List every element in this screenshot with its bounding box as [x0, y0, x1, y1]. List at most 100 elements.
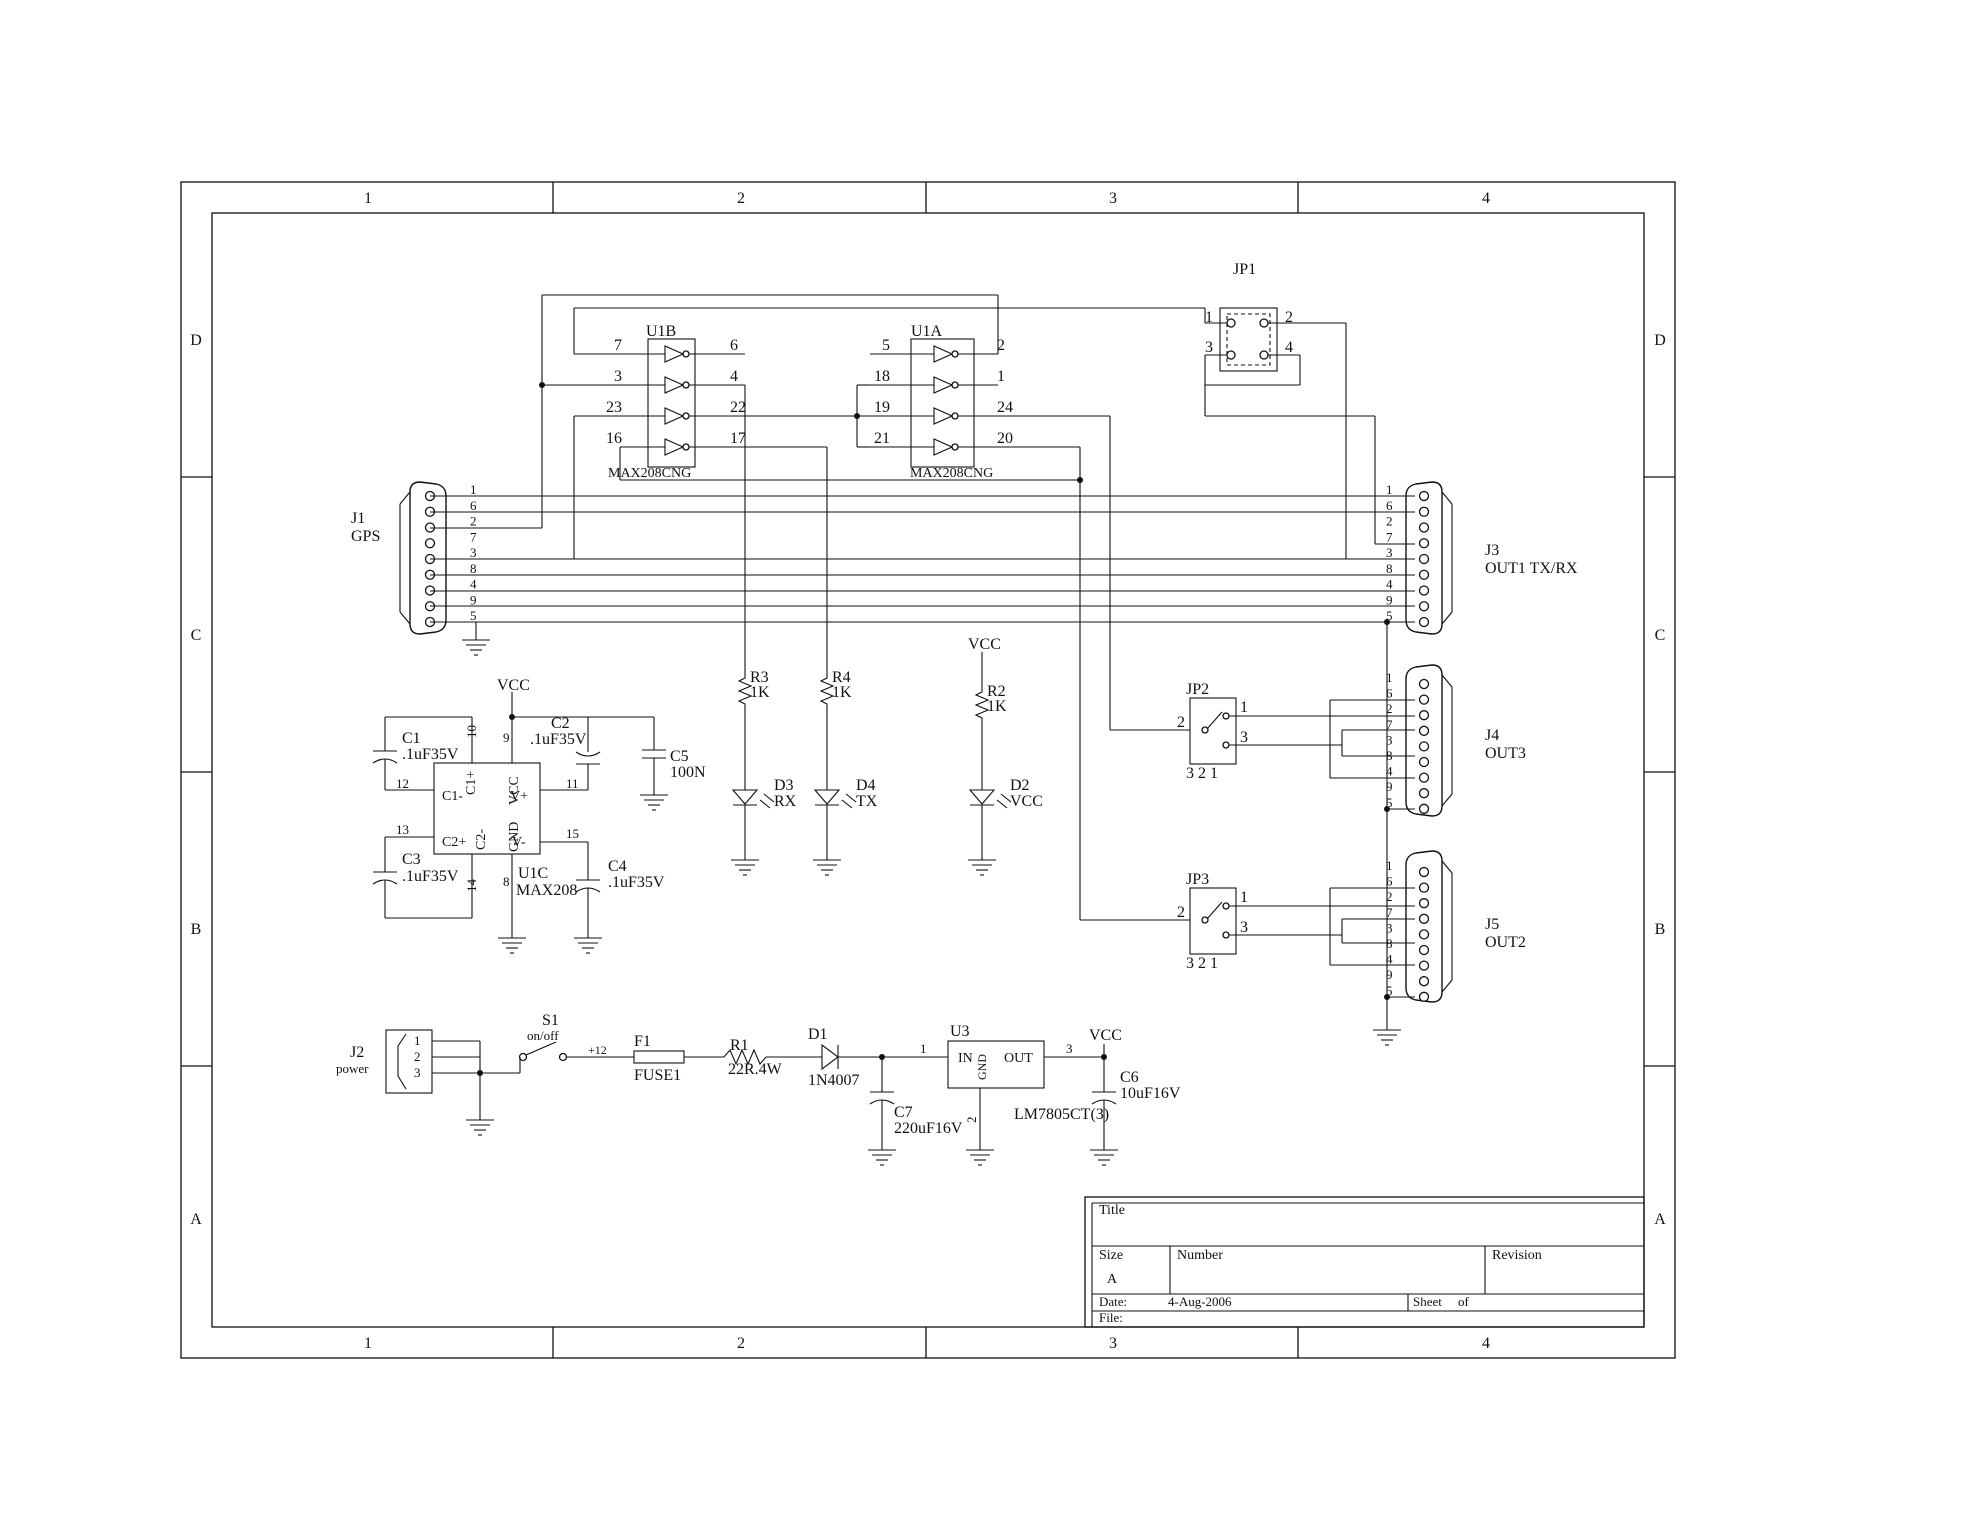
c1-value: .1uF35V: [402, 746, 459, 763]
u1c-pin-name-c2p: C2+: [442, 835, 466, 850]
u1b-driver: U1B MAX208CNG 7 6 3 4 23 22 16 17: [606, 323, 746, 481]
u1c-pin-12: 12: [396, 776, 409, 791]
u1b-pin-6: 6: [730, 337, 738, 354]
j4-pin-dot: [1418, 788, 1430, 799]
j4-pin-dot: [1418, 741, 1430, 752]
r2-value: 1K: [987, 698, 1007, 715]
zone-col-4-bottom: 4: [1482, 1335, 1490, 1352]
j1-pin-label: 6: [470, 498, 477, 513]
j4-ref: J4: [1485, 727, 1499, 744]
j3-pin-dot: [1418, 616, 1430, 628]
j3-pin-label: 3: [1386, 545, 1393, 560]
j3-pin-dot: [1418, 506, 1430, 517]
j1-pin-label: 4: [470, 577, 477, 592]
jp1-ref: JP1: [1233, 261, 1256, 278]
j3-pin-dot: [1418, 538, 1430, 549]
u1c-pin-name-vcc: VCC: [507, 776, 522, 805]
d4-label: TX: [856, 793, 878, 810]
j1-pin-label: 9: [470, 592, 477, 607]
c4-value: .1uF35V: [608, 874, 665, 891]
j4-pin-dot: [1418, 803, 1430, 814]
j3-pin-dot: [1418, 553, 1430, 565]
j3-pin-label: 4: [1386, 577, 1393, 592]
c6-value: 10uF16V: [1120, 1085, 1181, 1102]
zone-col-1-top: 1: [364, 190, 372, 207]
sheet-frame: [180, 181, 1676, 1359]
jp1-pin-3: 3: [1205, 339, 1213, 356]
j5-pin-label: 5: [1386, 983, 1393, 998]
u1c-pin-11: 11: [566, 776, 579, 791]
jp3-pin-2: 2: [1177, 904, 1185, 921]
j3-pin-label: 9: [1386, 592, 1393, 607]
u1b-pin-7: 7: [614, 337, 622, 354]
c5-value: 100N: [670, 764, 706, 781]
j2-pin-3: 3: [414, 1065, 421, 1080]
jp2-footer: 3 2 1: [1186, 765, 1218, 782]
u1a-pin-5: 5: [882, 337, 890, 354]
j5-pin-label: 9: [1386, 967, 1393, 982]
zone-col-3-top: 3: [1109, 190, 1117, 207]
of-label: of: [1458, 1294, 1470, 1309]
j4-name: OUT3: [1485, 745, 1526, 762]
u1c-pin-10: 10: [464, 725, 479, 738]
j3-pin-label: 5: [1386, 608, 1393, 623]
j2-pin-1: 1: [414, 1033, 421, 1048]
j4-pin-dot: [1418, 678, 1430, 690]
j4-pin-label: 6: [1386, 686, 1393, 701]
j3-pin-label: 8: [1386, 561, 1393, 576]
zone-row-d-right: D: [1654, 332, 1666, 349]
u3-pin-2: 2: [964, 1117, 979, 1124]
u1c-pin-13: 13: [396, 822, 409, 837]
c3-ref: C3: [402, 851, 421, 868]
u1b-pin-22: 22: [730, 399, 746, 416]
j5-pin-dot: [1418, 929, 1430, 940]
file-label: File:: [1099, 1310, 1123, 1325]
jp1-pin-1: 1: [1205, 309, 1213, 326]
u1a-pin-20: 20: [997, 430, 1013, 447]
f1-value: FUSE1: [634, 1067, 681, 1084]
size-label: Size: [1099, 1248, 1123, 1263]
r1-ref: R1: [730, 1037, 749, 1054]
zone-col-2-bottom: 2: [737, 1335, 745, 1352]
u1b-pin-23: 23: [606, 399, 622, 416]
size-value: A: [1107, 1272, 1118, 1287]
d2-ref: D2: [1010, 777, 1030, 794]
j3-pin-dot: [1418, 601, 1430, 612]
d2-label: VCC: [1010, 793, 1043, 810]
led-indicators: R3 1K D3 RX R4 1K D4 TX VCC R2 1K D2 VCC: [730, 636, 1043, 876]
j5-pin-dot: [1418, 976, 1430, 987]
u3-ref: U3: [950, 1023, 970, 1040]
zone-col-2-top: 2: [737, 190, 745, 207]
u1c-pin-name-gnd: GND: [507, 822, 522, 852]
signal-wiring: [430, 294, 1415, 1046]
u1c-pin-14: 14: [464, 879, 479, 893]
u1b-pin-4: 4: [730, 368, 738, 385]
j1-pin-label: 7: [470, 529, 477, 544]
d1-ref: D1: [808, 1026, 828, 1043]
u1b-pin-16: 16: [606, 430, 622, 447]
zone-row-c-left: C: [191, 627, 202, 644]
j5-connector: J5 OUT2: [1405, 850, 1526, 1003]
j3-pin-label: 7: [1386, 529, 1393, 544]
zone-row-a-left: A: [190, 1211, 202, 1228]
j5-pin-dot: [1418, 882, 1430, 893]
j3-connector: J3 OUT1 TX/RX: [1405, 481, 1578, 635]
u3-part: LM7805CT(3): [1014, 1106, 1109, 1123]
d1-value: 1N4007: [808, 1072, 860, 1089]
j5-pin-label: 4: [1386, 952, 1393, 967]
j1-name: GPS: [351, 528, 380, 545]
jp1-pin-4: 4: [1285, 339, 1293, 356]
j4-pin-label: 3: [1386, 732, 1393, 747]
u1c-pin-name-c2m: C2-: [474, 829, 489, 850]
plus12-label: +12: [588, 1043, 607, 1057]
j4-pin-dot: [1418, 710, 1430, 721]
u1c-pin-8: 8: [503, 874, 510, 889]
j5-name: OUT2: [1485, 934, 1526, 951]
j4-pin-dot: [1418, 756, 1430, 768]
zone-row-c-right: C: [1655, 627, 1666, 644]
jp3-selector: JP3 2 1 3 3 2 1: [1177, 871, 1248, 972]
title-label: Title: [1099, 1203, 1125, 1218]
j5-pin-dot: [1418, 866, 1430, 878]
u1a-ref: U1A: [911, 323, 943, 340]
